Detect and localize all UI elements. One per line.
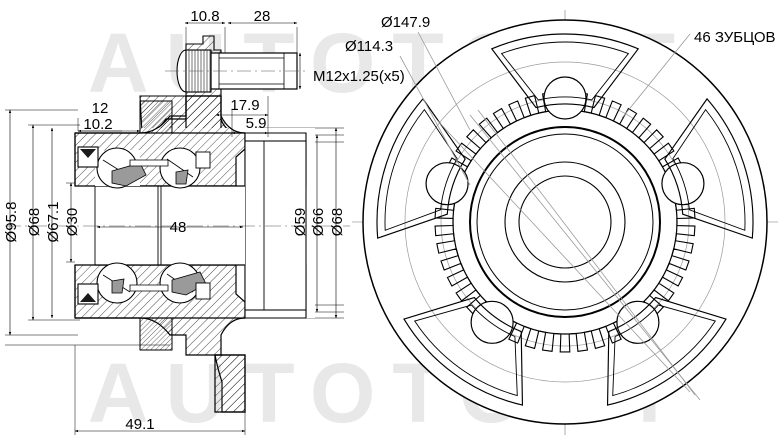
cage-wedge-ll [111,278,125,294]
bolt-hole [470,300,514,344]
label-59: Ø59 [292,208,309,236]
leader-114-3 [399,55,471,186]
retainer-lower [195,282,211,300]
bolt-hole [425,162,469,206]
seal-lip-lower [80,293,96,302]
label-17-9: 17.9 [230,97,259,114]
face-leader-lines [399,31,701,401]
relief-pocket [376,97,466,239]
cage-bar-lower [129,284,169,292]
bolt-hole [661,162,705,206]
relief-pocket [403,296,524,406]
relief-pocket [490,33,640,109]
leader-147-9 [417,31,471,131]
label-68-left: Ø68 [26,208,43,236]
relief-pocket-inner [384,108,458,231]
pilot-ring-body [244,140,307,311]
flange-stem [214,354,246,413]
cross-section-view: 10.8 28 Ø95.8 Ø68 Ø67.1 Ø30 Ø59 Ø66 Ø68 … [3,8,405,435]
label-66: Ø66 [310,208,327,236]
retainer-upper [195,151,211,169]
label-95-8: Ø95.8 [3,202,20,243]
relief-pocket-inner [413,304,518,397]
leader-46-teeth [621,33,691,119]
inner-dims-right [215,96,269,137]
label-46-teeth: 46 ЗУБЦОВ [694,29,776,46]
top-dimension-lines [184,21,298,58]
front-face-view: Ø147.9 Ø114.3 46 ЗУБЦОВ [345,10,778,435]
wheel-stud-assembly [165,21,305,97]
label-10-8: 10.8 [190,8,219,25]
bottom-dim-group [5,344,246,435]
relief-pocket-inner [672,108,746,231]
bolt-hole [543,76,587,120]
label-30: Ø30 [64,208,81,236]
label-48: 48 [170,219,187,236]
inner-dims-left [77,101,141,133]
label-147-9: Ø147.9 [381,14,430,31]
label-10-2: 10.2 [83,116,112,133]
label-5-9: 5.9 [246,115,267,132]
construction-diag-1 [469,114,701,401]
cage-bar-upper [129,159,169,167]
hub-ring-inner [504,161,626,283]
label-49-1: 49.1 [125,416,154,433]
label-114-3: Ø114.3 [345,38,393,55]
relief-pockets-group [376,33,754,406]
bolt-hole [616,300,660,344]
bearing-seals [77,146,99,305]
hub-bore-circle [518,175,612,269]
relief-pocket [664,97,754,239]
bore-clear [95,186,245,265]
construction-diag-2 [477,109,696,396]
seal-lip-upper [80,149,96,158]
label-67-1: Ø67.1 [45,202,62,243]
ring-construction-147 [404,61,726,383]
label-68-right: Ø68 [329,208,346,236]
cage-wedge-ur [175,169,189,185]
construction-diag-3 [436,119,691,393]
hub-ring-mid [476,133,654,311]
relief-pocket-inner [612,304,717,397]
ball-ur-line [166,158,194,178]
relief-pocket-inner [500,41,630,101]
label-thread-callout: M12x1.25(x5) [313,68,405,85]
bolt-holes-group [425,76,705,344]
relief-pocket [606,296,727,406]
label-12: 12 [92,100,109,117]
label-28: 28 [254,8,271,25]
hub-body-section [5,95,350,413]
stud-cap [176,49,187,93]
hub-ring-outer [469,126,661,318]
